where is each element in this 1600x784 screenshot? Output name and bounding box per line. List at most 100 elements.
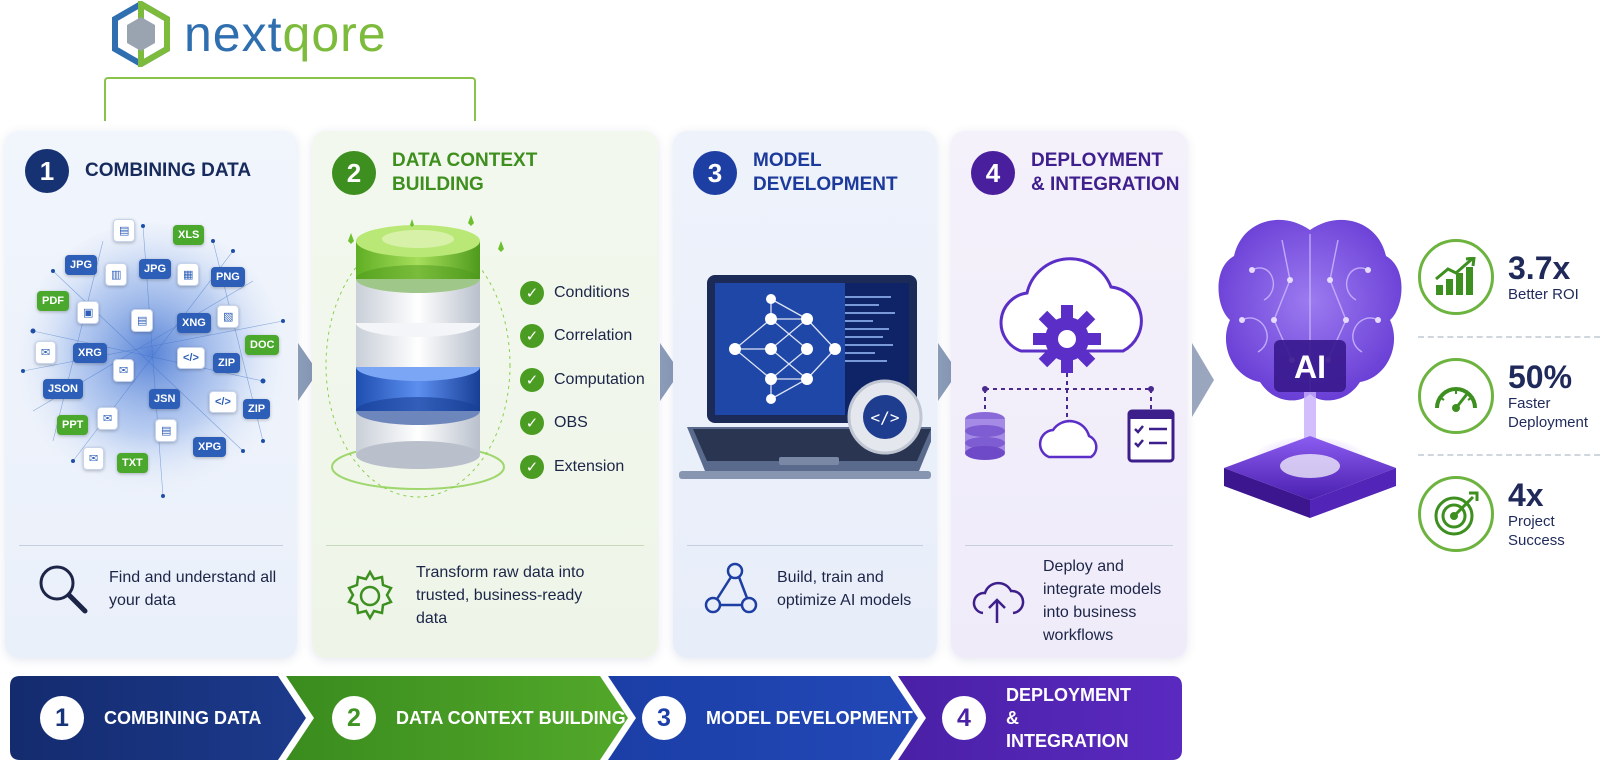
envelope-file-icon: ✉ <box>97 407 119 430</box>
context-checklist: ✓ Conditions ✓ Correlation ✓ Computation ✓ O… <box>520 271 645 489</box>
panel-title: DEPLOYMENT & INTEGRATION <box>1031 150 1180 195</box>
step-number-badge: 1 <box>25 149 69 193</box>
document-file-icon: ▤ <box>155 419 178 442</box>
ai-brain-illustration: AI <box>1212 200 1408 532</box>
brain-label: AI <box>1294 349 1326 385</box>
checkmark-icon: ✓ <box>520 280 544 305</box>
stat-text: 3.7x Better ROI <box>1508 251 1579 304</box>
checklist-item-label: OBS <box>554 414 588 432</box>
panel-title: DATA CONTEXT BUILDING <box>392 150 538 195</box>
step-number-badge: 2 <box>332 151 376 195</box>
stat-label: Better ROI <box>1508 285 1579 303</box>
stat-success: 4x Project Success <box>1418 454 1600 572</box>
panel-description: Transform raw data into trusted, busines… <box>342 561 616 630</box>
speedometer-icon <box>1418 358 1494 434</box>
panel-title: COMBINING DATA <box>85 160 252 181</box>
stat-text: 50% Faster Deployment <box>1508 360 1598 432</box>
ribbon-step-label: MODEL DEVELOPMENT <box>706 707 913 728</box>
checklist-item-label: Correlation <box>554 327 633 345</box>
panel-header: 4 DEPLOYMENT & INTEGRATION <box>971 149 1181 197</box>
checkmark-icon: ✓ <box>520 324 544 349</box>
panel-divider <box>19 545 283 546</box>
jpg-file-icon: JPG <box>139 259 172 279</box>
file-icon: ▤ <box>113 219 136 242</box>
png-file-icon: PNG <box>211 267 245 287</box>
panel-description-text: Deploy and integrate models into busines… <box>1043 558 1162 644</box>
checklist-item-label: Extension <box>554 457 625 475</box>
envelope-file-icon: ✉ <box>83 447 105 470</box>
checkmark-icon: ✓ <box>520 367 544 392</box>
flow-arrow-icon <box>938 343 958 401</box>
brain-icon: AI <box>1218 219 1402 518</box>
target-icon <box>1418 476 1494 552</box>
step-number-badge: 3 <box>693 151 737 195</box>
process-ribbon: 1 COMBINING DATA 2 DATA CONTEXT BUILDING… <box>10 676 1182 760</box>
zip-file-icon: ZIP <box>213 353 241 373</box>
ribbon-step: 1 COMBINING DATA <box>40 676 261 760</box>
json-file-icon: JSON <box>43 379 83 399</box>
gear-icon <box>347 568 393 621</box>
svg-text:</>: </> <box>871 408 900 427</box>
image-file-icon: ▧ <box>217 305 240 328</box>
panel-title: MODEL DEVELOPMENT <box>753 150 898 195</box>
code-file-icon: </> <box>209 391 237 413</box>
stat-value: 4x <box>1508 477 1544 513</box>
stats-panel: 3.7x Better ROI 50% Faster Deployment <box>1418 218 1600 572</box>
panel-description: Deploy and integrate models into busines… <box>969 555 1187 647</box>
step-number-badge: 4 <box>971 151 1015 195</box>
document-file-icon: ▤ <box>131 309 154 332</box>
checklist-item: ✓ Computation <box>520 358 645 402</box>
panel-divider <box>687 545 923 546</box>
stat-roi: 3.7x Better ROI <box>1418 218 1600 336</box>
logo-text-part-2: qore <box>282 6 387 62</box>
ribbon-step: 2 DATA CONTEXT BUILDING <box>332 676 626 760</box>
checkmark-icon: ✓ <box>520 411 544 436</box>
panel-header: 3 MODEL DEVELOPMENT <box>693 149 937 197</box>
panel-divider <box>326 545 644 546</box>
data-sphere-illustration: ▤ XLS JPG ▥ JPG ▦ PNG PDF ▣ ▤ XNG ▧ DOC … <box>13 211 289 507</box>
stat-label: Faster Deployment <box>1508 395 1589 431</box>
xpg-file-icon: XPG <box>193 437 227 457</box>
ribbon-step-label: DATA CONTEXT BUILDING <box>396 707 626 728</box>
ribbon-step-label: DEPLOYMENT & INTEGRATION <box>1006 684 1132 751</box>
envelope-file-icon: ✉ <box>35 341 57 364</box>
code-file-icon: </> <box>177 347 205 369</box>
ribbon-step-label: COMBINING DATA <box>104 707 262 728</box>
doc-file-icon: DOC <box>245 335 280 355</box>
checklist-item: ✓ Conditions <box>520 271 645 315</box>
checklist-item-label: Computation <box>554 370 645 388</box>
jpg-file-icon: JPG <box>65 255 98 275</box>
checklist-item-label: Conditions <box>554 283 630 301</box>
panel-combining-data: 1 COMBINING DATA <box>5 131 297 658</box>
panel-description: Find and understand all your data <box>35 561 297 617</box>
panel-data-context-building: 2 DATA CONTEXT BUILDING ✓ Conditions ✓ Cor… <box>312 131 658 658</box>
panel-deployment-integration: 4 DEPLOYMENT & INTEGRATION <box>951 131 1187 658</box>
checkmark-icon: ✓ <box>520 454 544 479</box>
envelope-file-icon: ✉ <box>113 359 135 382</box>
checklist-item: ✓ OBS <box>520 402 645 446</box>
laptop-neural-network-icon: </> <box>679 275 931 479</box>
logo-text-part-1: next <box>184 6 283 62</box>
pdf-file-icon: PDF <box>37 291 69 311</box>
hexagon-logo-icon <box>112 1 170 67</box>
ppt-file-icon: PPT <box>57 415 89 435</box>
panel-description: Build, train and optimize AI models <box>703 561 937 617</box>
flow-arrow-icon <box>1192 343 1214 417</box>
stat-value: 3.7x <box>1508 249 1571 286</box>
stat-deployment: 50% Faster Deployment <box>1418 336 1600 454</box>
stat-text: 4x Project Success <box>1508 478 1598 550</box>
cloud-deployment-icon <box>965 257 1175 463</box>
panel-header: 1 COMBINING DATA <box>25 149 251 193</box>
panel-description-text: Build, train and optimize AI models <box>777 569 912 609</box>
checklist-item: ✓ Correlation <box>520 315 645 359</box>
ribbon-step-number: 2 <box>332 696 376 740</box>
zip-file-icon: ZIP <box>243 399 271 419</box>
brand-logo: nextqore <box>108 0 387 68</box>
stat-value: 50% <box>1508 359 1573 395</box>
flow-arrow-icon <box>298 343 318 401</box>
jsn-file-icon: JSN <box>149 389 181 409</box>
panel-description-text: Find and understand all your data <box>109 569 277 609</box>
panel-model-development: 3 MODEL DEVELOPMENT </> <box>673 131 937 658</box>
ribbon-step-number: 3 <box>642 696 686 740</box>
xng-file-icon: XNG <box>177 313 211 333</box>
